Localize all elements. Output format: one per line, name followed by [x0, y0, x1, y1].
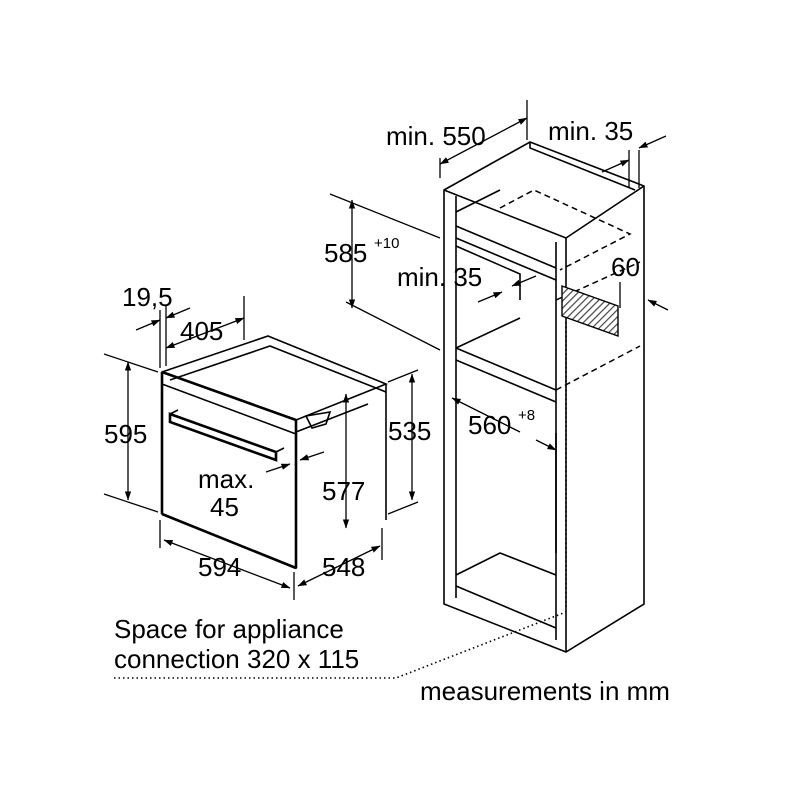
- upper-shelf-front-lower: [455, 237, 557, 281]
- dim-405: [165, 317, 245, 349]
- cabinet-dimensions: min. 550 min. 35 585 +10 min. 35 60 560 …: [324, 100, 669, 451]
- niche-bottom-shelf-back: [455, 317, 521, 349]
- niche-bottom-shelf-front-lower: [455, 359, 557, 403]
- label-60: 60: [611, 252, 640, 282]
- oven-drawing: [160, 335, 389, 570]
- note-units: measurements in mm: [420, 676, 670, 706]
- niche-bottom-shelf-front: [455, 347, 557, 391]
- dim-min-35-shelf: [511, 275, 537, 287]
- dim-560: [451, 397, 521, 433]
- niche-bottom-hidden-edge: [555, 345, 641, 391]
- dim-min-550: [439, 117, 528, 165]
- oven-front-top-edge: [161, 370, 297, 422]
- label-594: 594: [198, 552, 241, 582]
- upper-cavity-hidden-edges: [499, 189, 632, 271]
- dim-60-arrow: [647, 299, 669, 311]
- dim-548: [297, 545, 381, 587]
- oven-top-surface: [169, 345, 387, 393]
- label-585-tolerance: +10: [374, 235, 399, 252]
- niche-upper-shelf: [455, 245, 521, 300]
- lower-cavity-floor: [455, 552, 557, 576]
- label-405: 405: [180, 316, 223, 346]
- label-560-tolerance: +8: [518, 407, 535, 424]
- notes: Space for appliance connection 320 x 115…: [114, 611, 670, 706]
- label-min-35-shelf: min. 35: [397, 262, 482, 292]
- cabinet-drawing: [443, 141, 645, 653]
- label-min-550: min. 550: [386, 121, 486, 151]
- note-connection-line1: Space for appliance: [114, 614, 344, 644]
- note-connection-line2: connection 320 x 115: [114, 644, 359, 674]
- label-19-5: 19,5: [122, 282, 173, 312]
- door-handle: [168, 412, 278, 462]
- label-45: 45: [210, 492, 239, 522]
- vent-opening-hatched: [561, 285, 619, 337]
- label-max: max.: [198, 464, 254, 494]
- oven-side-top-edge: [295, 403, 369, 433]
- dim-594: [163, 539, 291, 589]
- upper-shelf-front: [455, 225, 557, 269]
- dim-19-5: [165, 307, 191, 319]
- label-595: 595: [104, 419, 147, 449]
- oven-dimensions: 19,5 405 595 535 577 max. 45 594 548: [103, 282, 431, 600]
- cabinet-top-back-edge: [529, 142, 636, 191]
- label-535: 535: [388, 416, 431, 446]
- lower-plinth-front: [455, 585, 557, 629]
- upper-cavity-edge: [455, 189, 501, 213]
- label-548: 548: [322, 552, 365, 582]
- label-577: 577: [322, 476, 365, 506]
- side-grip: [304, 410, 332, 429]
- label-585: 585: [324, 238, 367, 268]
- label-min-35-rear: min. 35: [548, 116, 633, 146]
- control-strip-line: [161, 383, 297, 435]
- dim-min-35-rear: [638, 135, 667, 149]
- dim-max-45: [299, 451, 325, 461]
- label-560: 560: [468, 410, 511, 440]
